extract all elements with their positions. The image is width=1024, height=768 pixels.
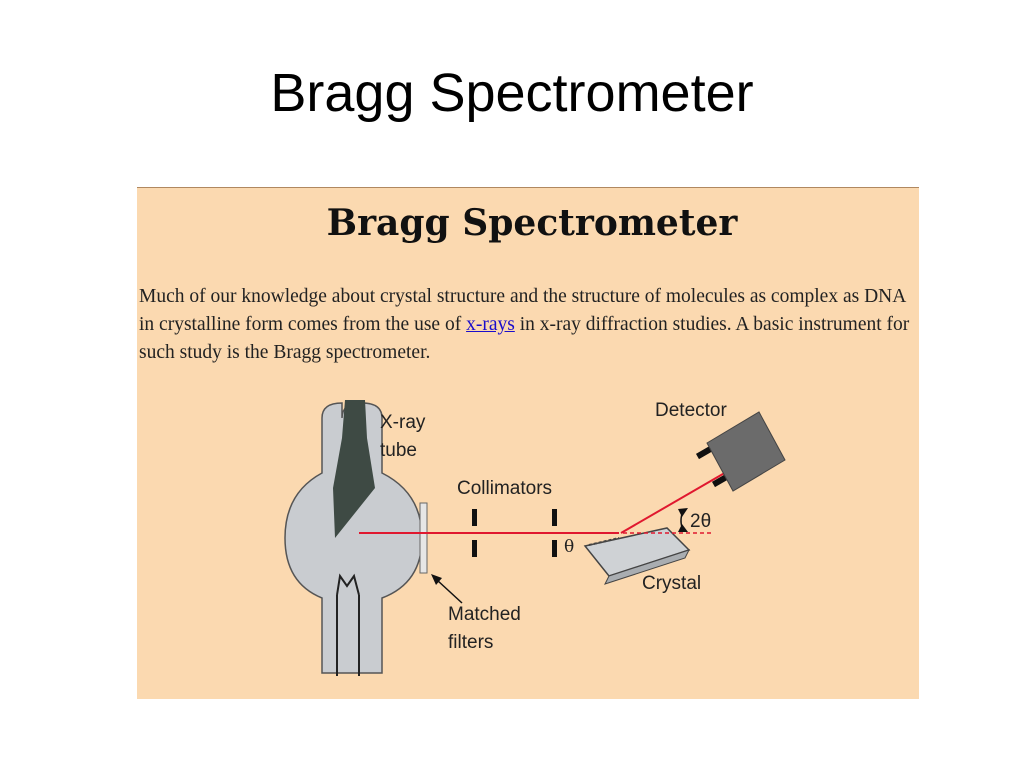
filter-pointer-arrowhead [431, 574, 442, 585]
collimators [472, 509, 557, 557]
matched-filter-plate [419, 502, 428, 574]
matched-filters-label-line1: Matched [448, 604, 521, 625]
tube-envelope [284, 402, 423, 674]
detector-box [706, 411, 786, 492]
xray-tube-label-line2: tube [380, 440, 417, 461]
theta-label: θ [564, 537, 574, 557]
figure-panel: Bragg Spectrometer Much of our knowledge… [137, 187, 919, 699]
detector-label: Detector [655, 400, 727, 421]
xray-tube-label-line1: X-ray [380, 412, 426, 433]
xray-tube [284, 400, 423, 676]
panel-paragraph: Much of our knowledge about crystal stru… [139, 283, 913, 367]
anode [333, 400, 375, 538]
collimator-2-top [552, 509, 557, 526]
two-theta-arrow-bottom [678, 524, 688, 532]
paragraph-text-start: Much of our knowledge about crystal stru… [139, 286, 906, 335]
bragg-spectrometer-diagram: X-ray tube Detector Collimators 2θ θ Cry… [284, 400, 786, 676]
slide-title: Bragg Spectrometer [270, 63, 754, 123]
collimator-2-bottom [552, 540, 557, 557]
collimators-label: Collimators [457, 478, 552, 499]
two-theta-label: 2θ [690, 511, 711, 532]
panel-heading: Bragg Spectrometer [326, 202, 738, 244]
crystal-side-face [604, 549, 690, 585]
crystal-label: Crystal [642, 573, 701, 594]
collimator-1-top [472, 509, 477, 526]
crystal [583, 527, 691, 585]
matched-filters-label-line2: filters [448, 632, 493, 653]
filament [336, 573, 360, 596]
filter-pointer-line [436, 579, 463, 604]
x-rays-link[interactable]: x-rays [466, 314, 515, 335]
collimator-1-bottom [472, 540, 477, 557]
paragraph-text-end: in x-ray diffraction studies. A basic in… [139, 314, 910, 363]
crystal-lattice [588, 537, 620, 546]
two-theta-arrow-top [678, 508, 688, 517]
